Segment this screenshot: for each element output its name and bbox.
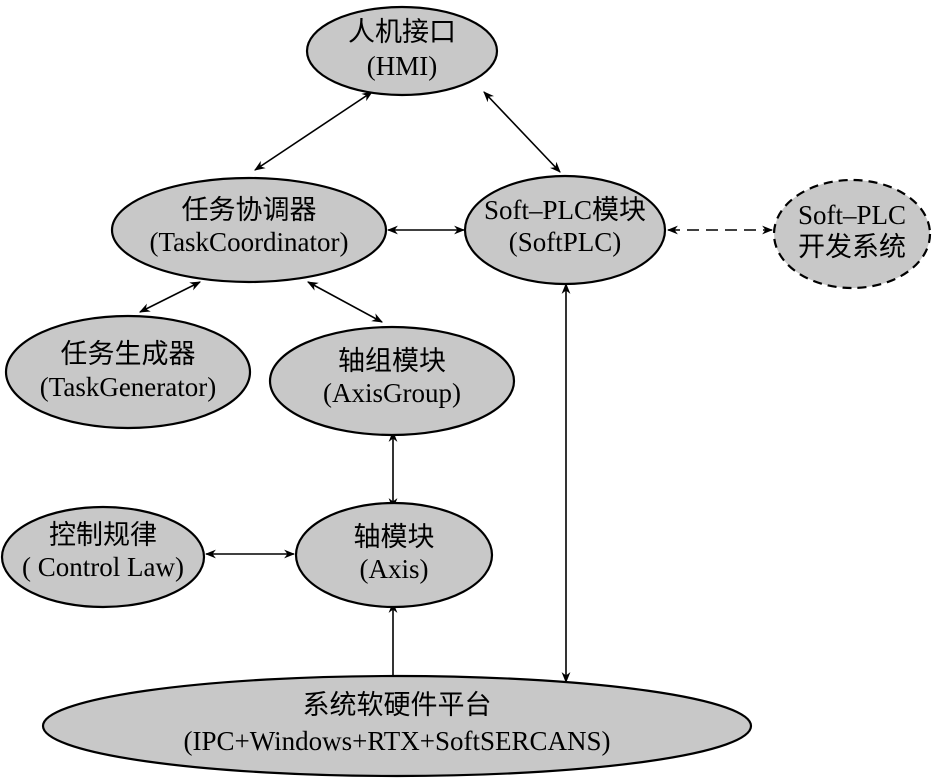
edge-hmi-taskcoordinator [254,91,373,171]
node-hmi-line1: 人机接口 [348,17,456,47]
node-platform: 系统软硬件平台 (IPC+Windows+RTX+SoftSERCANS) [41,674,753,778]
node-task-generator-line1: 任务生成器 [61,339,196,369]
node-task-coordinator-line2: (TaskCoordinator) [149,227,348,257]
node-axis-line1: 轴模块 [354,522,435,552]
node-soft-plc-dev-line2: 开发系统 [798,232,906,262]
edge-taskcoordinator-axisgroup [307,281,383,323]
node-platform-line1: 系统软硬件平台 [303,690,492,720]
node-task-coordinator: 任务协调器 (TaskCoordinator) [110,176,388,284]
node-soft-plc-line2: (SoftPLC) [509,227,622,257]
node-hmi: 人机接口 (HMI) [305,5,499,97]
node-axis: 轴模块 (Axis) [294,501,494,609]
node-control-law-line1: 控制规律 [49,520,157,550]
node-control-law-line2: ( Control Law) [22,552,184,582]
node-soft-plc-dev-line1: Soft–PLC [798,200,906,230]
node-axis-group: 轴组模块 (AxisGroup) [268,325,516,437]
node-task-generator: 任务生成器 (TaskGenerator) [4,314,252,430]
edges [139,91,774,688]
edge-taskcoordinator-taskgenerator [139,281,201,313]
edge-hmi-softplc [483,91,561,173]
node-task-coordinator-line1: 任务协调器 [182,195,317,225]
node-hmi-line2: (HMI) [367,51,437,81]
node-soft-plc: Soft–PLC模块 (SoftPLC) [463,174,667,286]
node-task-generator-line2: (TaskGenerator) [40,372,217,402]
node-axis-group-line2: (AxisGroup) [323,378,461,408]
node-platform-line2: (IPC+Windows+RTX+SoftSERCANS) [183,726,610,756]
node-axis-group-line1: 轴组模块 [338,346,446,376]
node-axis-line2: (Axis) [360,554,429,584]
node-soft-plc-dev: Soft–PLC 开发系统 [772,178,932,290]
node-control-law: 控制规律 ( Control Law) [0,505,206,609]
node-soft-plc-line1: Soft–PLC模块 [484,195,646,225]
